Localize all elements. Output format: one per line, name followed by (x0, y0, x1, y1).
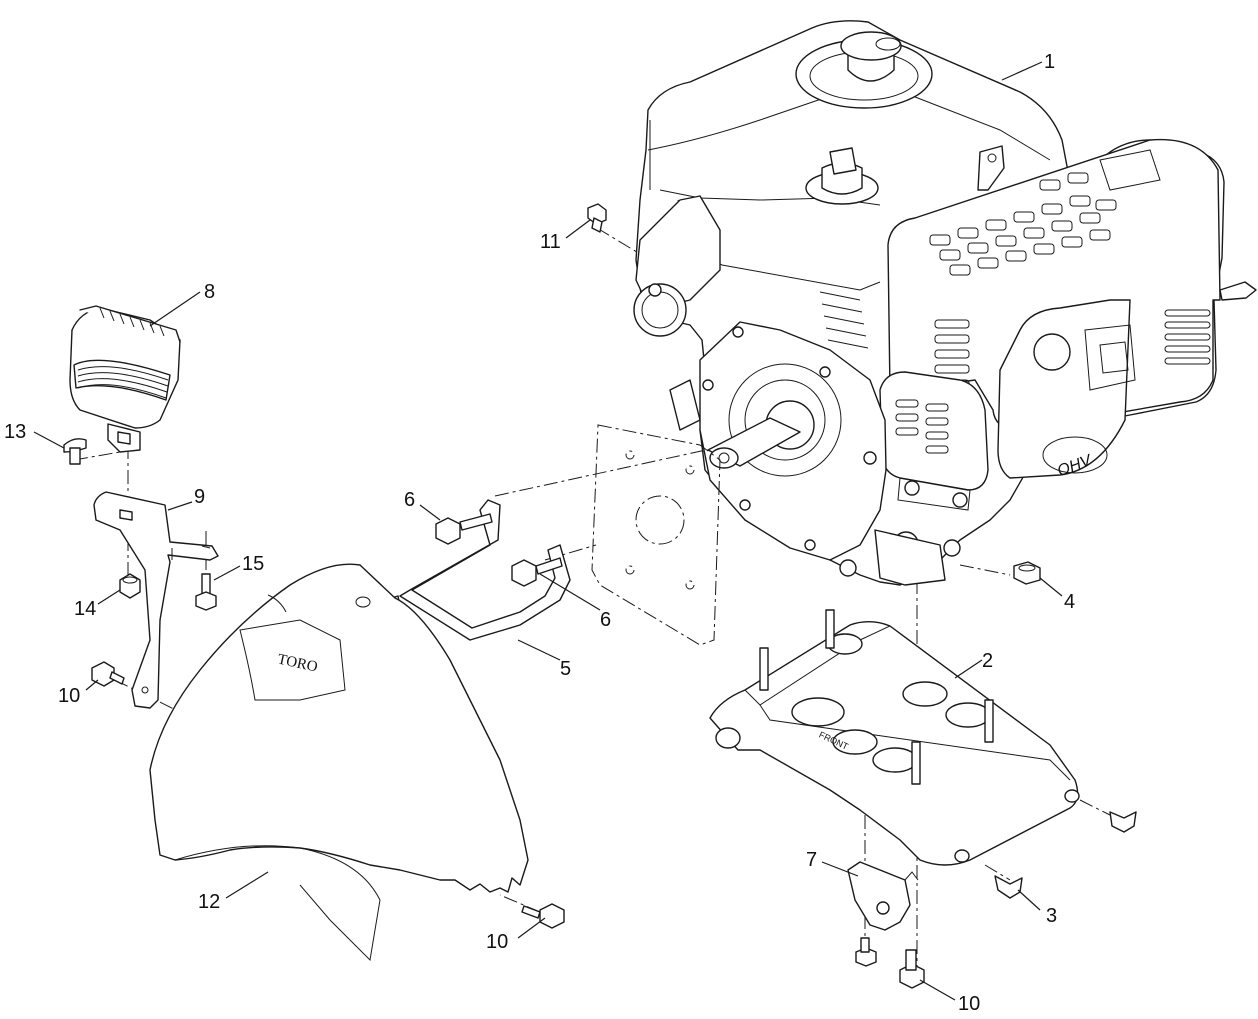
bolt-10-bottom-center (521, 903, 565, 929)
bolt-11 (587, 203, 607, 233)
nut-14 (119, 573, 141, 599)
engine-shroud: TORO (149, 563, 529, 962)
light-bracket (93, 491, 219, 709)
mounting-plate: FRONT (709, 609, 1080, 866)
bolt-10-left (91, 661, 125, 687)
housing-vent-grid (929, 172, 1117, 276)
callout-12: 12 (198, 891, 220, 913)
spacer-plate (591, 424, 721, 646)
rivet-13 (63, 438, 87, 465)
bolt-6-lower (511, 557, 563, 587)
side-vents (934, 309, 1211, 389)
callout-14: 14 (74, 598, 96, 620)
callout-10-left: 10 (58, 685, 80, 707)
bolt-10-bottom-right (899, 949, 925, 989)
headlight (69, 305, 181, 453)
bolt-15 (195, 573, 217, 611)
bracket-7 (847, 861, 919, 931)
oil-fill-cap (805, 147, 879, 205)
callout-15: 15 (242, 553, 264, 575)
leader-lines (33, 61, 1063, 1001)
callout-1: 1 (1044, 51, 1055, 73)
callout-3: 3 (1046, 905, 1057, 927)
callout-10-bottom-right: 10 (958, 993, 980, 1015)
nut-4 (1013, 561, 1041, 585)
callout-6-upper: 6 (404, 489, 415, 511)
bolt-small-lower (855, 937, 877, 967)
fuel-cap (795, 31, 933, 109)
cylinder-head (633, 195, 869, 431)
callout-4: 4 (1064, 591, 1075, 613)
engine: OHV (633, 20, 1257, 586)
bolt-6-upper (435, 513, 493, 545)
blower-housing (887, 138, 1221, 431)
callout-2: 2 (982, 650, 993, 672)
callout-9: 9 (194, 486, 205, 508)
callout-6-lower: 6 (600, 609, 611, 631)
callout-labels: 1 2 3 4 5 6 6 7 8 9 10 10 10 11 12 13 14… (4, 51, 1075, 1015)
callout-10-bottom-center: 10 (486, 931, 508, 953)
callout-5: 5 (560, 658, 571, 680)
callout-13: 13 (4, 421, 26, 443)
callout-7: 7 (806, 849, 817, 871)
callout-11: 11 (540, 231, 561, 253)
muffler-cover (879, 371, 989, 491)
callout-8: 8 (204, 281, 215, 303)
